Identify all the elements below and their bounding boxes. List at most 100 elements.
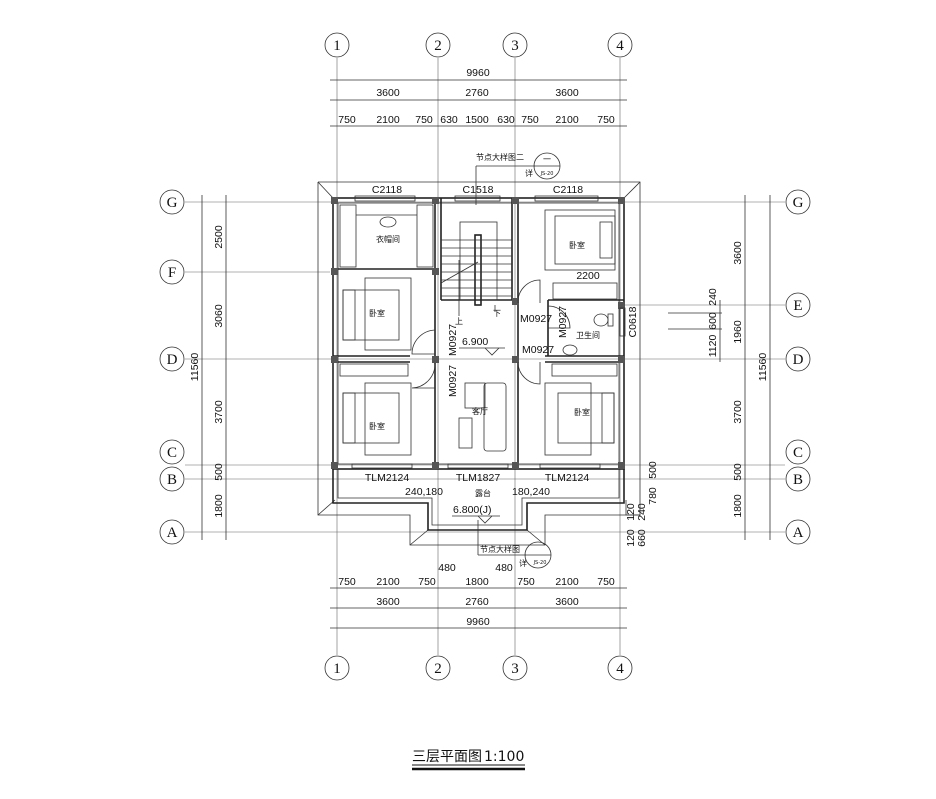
dimensions-bottom: 750 2100 750 1800 750 2100 750 480 480 3… [330, 562, 627, 629]
dim-text: 750 [338, 114, 356, 126]
detail-sheet: JS-20 [533, 560, 547, 566]
axis-label: 1 [333, 661, 341, 677]
stair-up-label: 上 [455, 317, 463, 326]
dim-text: 780 [647, 487, 659, 505]
axis-label: 3 [511, 661, 519, 677]
dim-text: 1960 [732, 320, 744, 344]
room-label-closet: 衣帽间 [376, 234, 400, 244]
dim-text: 11560 [189, 353, 201, 382]
axis-label: F [168, 265, 176, 281]
dim-text: 1800 [465, 576, 489, 588]
sofa-set [458, 382, 507, 452]
dim-text: 9960 [466, 616, 490, 628]
dim-text: 750 [418, 576, 436, 588]
windows [351, 195, 626, 469]
detail-reference-bottom [477, 520, 552, 569]
balcony-dim-right: 180,240 [512, 486, 550, 498]
dimensions-left: 11560 2500 3060 3700 500 1800 [189, 195, 227, 540]
dim-text: 2100 [376, 576, 400, 588]
axis-label: 4 [616, 661, 624, 677]
title-scale: 1:100 [484, 749, 524, 765]
window-label: TLM2124 [365, 472, 410, 484]
window-label: TLM2124 [545, 472, 590, 484]
dim-text: 120 [625, 529, 637, 547]
dim-text: 3700 [732, 400, 744, 424]
door-label: M0927 [520, 313, 552, 325]
dim-text: 3700 [213, 400, 225, 424]
dim-text: 750 [415, 114, 433, 126]
window-label: C2118 [553, 184, 583, 196]
dim-text: 2100 [555, 114, 579, 126]
axis-label: B [793, 472, 803, 488]
axis-label: 4 [616, 38, 624, 54]
dim-text: 630 [497, 114, 515, 126]
roof-eaves [317, 181, 641, 546]
floor-elevation: 6.900 [462, 336, 488, 348]
dim-text: 2100 [376, 114, 400, 126]
detail-reference-top [475, 152, 561, 205]
dim-text: 750 [338, 576, 356, 588]
window-label: C0618 [627, 306, 639, 337]
dim-text: 1800 [213, 494, 225, 518]
dim-text: 630 [440, 114, 458, 126]
dim-text: 1500 [465, 114, 489, 126]
detail-number: 一 [543, 155, 551, 164]
beds [342, 209, 616, 456]
elevation-marks [452, 347, 505, 524]
dim-text: 11560 [757, 353, 769, 382]
axis-label: 1 [333, 38, 341, 54]
axis-bubbles-left: G F D C B A [159, 189, 185, 545]
dim-text: 500 [213, 463, 225, 481]
axis-label: E [793, 298, 802, 314]
room-label-living: 客厅 [472, 406, 488, 416]
dim-text: 2500 [213, 225, 225, 249]
drawing-title: 三层平面图 1:100 [412, 749, 525, 771]
dim-text: 750 [597, 576, 615, 588]
detail-label: 节点大样图二 [476, 152, 524, 162]
dim-text: 500 [732, 463, 744, 481]
closet-width-dim: 2200 [576, 270, 600, 282]
dim-text: 3600 [376, 87, 400, 99]
axis-bubbles-top: 1 2 3 4 [324, 32, 633, 58]
dim-text: 240 [707, 288, 719, 306]
stair-down-label: 下 [493, 309, 501, 318]
window-label: C1518 [463, 184, 494, 196]
dimensions-right: 3600 1960 3700 500 1800 11560 240 600 11… [625, 195, 771, 547]
title-text: 三层平面图 [412, 749, 482, 765]
dim-text: 3600 [555, 596, 579, 608]
dim-text: 240 [636, 503, 648, 521]
bathroom-fixtures [562, 313, 614, 356]
room-label-bathroom: 卫生间 [576, 330, 600, 340]
room-label-bedroom: 卧室 [369, 308, 385, 318]
axis-bubbles-bottom: 1 2 3 4 [324, 655, 633, 681]
dim-text: 1120 [707, 335, 719, 358]
room-label-bedroom: 卧室 [369, 421, 385, 431]
dimensions-top: 9960 3600 2760 3600 750 2100 750 630 150… [330, 67, 627, 127]
dim-text: 480 [438, 562, 456, 574]
columns [331, 197, 625, 469]
dim-text: 1800 [732, 494, 744, 518]
room-label-balcony: 露台 [475, 488, 491, 498]
dim-text: 3600 [555, 87, 579, 99]
balcony-dim-left: 240,180 [405, 486, 443, 498]
window-label: TLM1827 [456, 472, 501, 484]
detail-sheet: JS-20 [540, 171, 554, 177]
axis-label: D [167, 352, 178, 368]
dim-text: 2100 [555, 576, 579, 588]
room-label-bedroom: 卧室 [569, 240, 585, 250]
axis-label: C [793, 445, 803, 461]
axis-label: G [793, 195, 804, 211]
dim-text: 750 [517, 576, 535, 588]
door-label: M0927 [522, 344, 554, 356]
dim-text: 660 [636, 529, 648, 547]
dim-text: 750 [597, 114, 615, 126]
door-label: M0927 [447, 324, 459, 356]
axis-label: A [793, 525, 804, 541]
dim-text: 480 [495, 562, 513, 574]
room-label-bedroom: 卧室 [574, 407, 590, 417]
detail-prefix: 详 [519, 558, 527, 568]
detail-label: 节点大样图 [480, 544, 520, 554]
dim-text: 9960 [466, 67, 490, 79]
staircase [440, 221, 512, 316]
